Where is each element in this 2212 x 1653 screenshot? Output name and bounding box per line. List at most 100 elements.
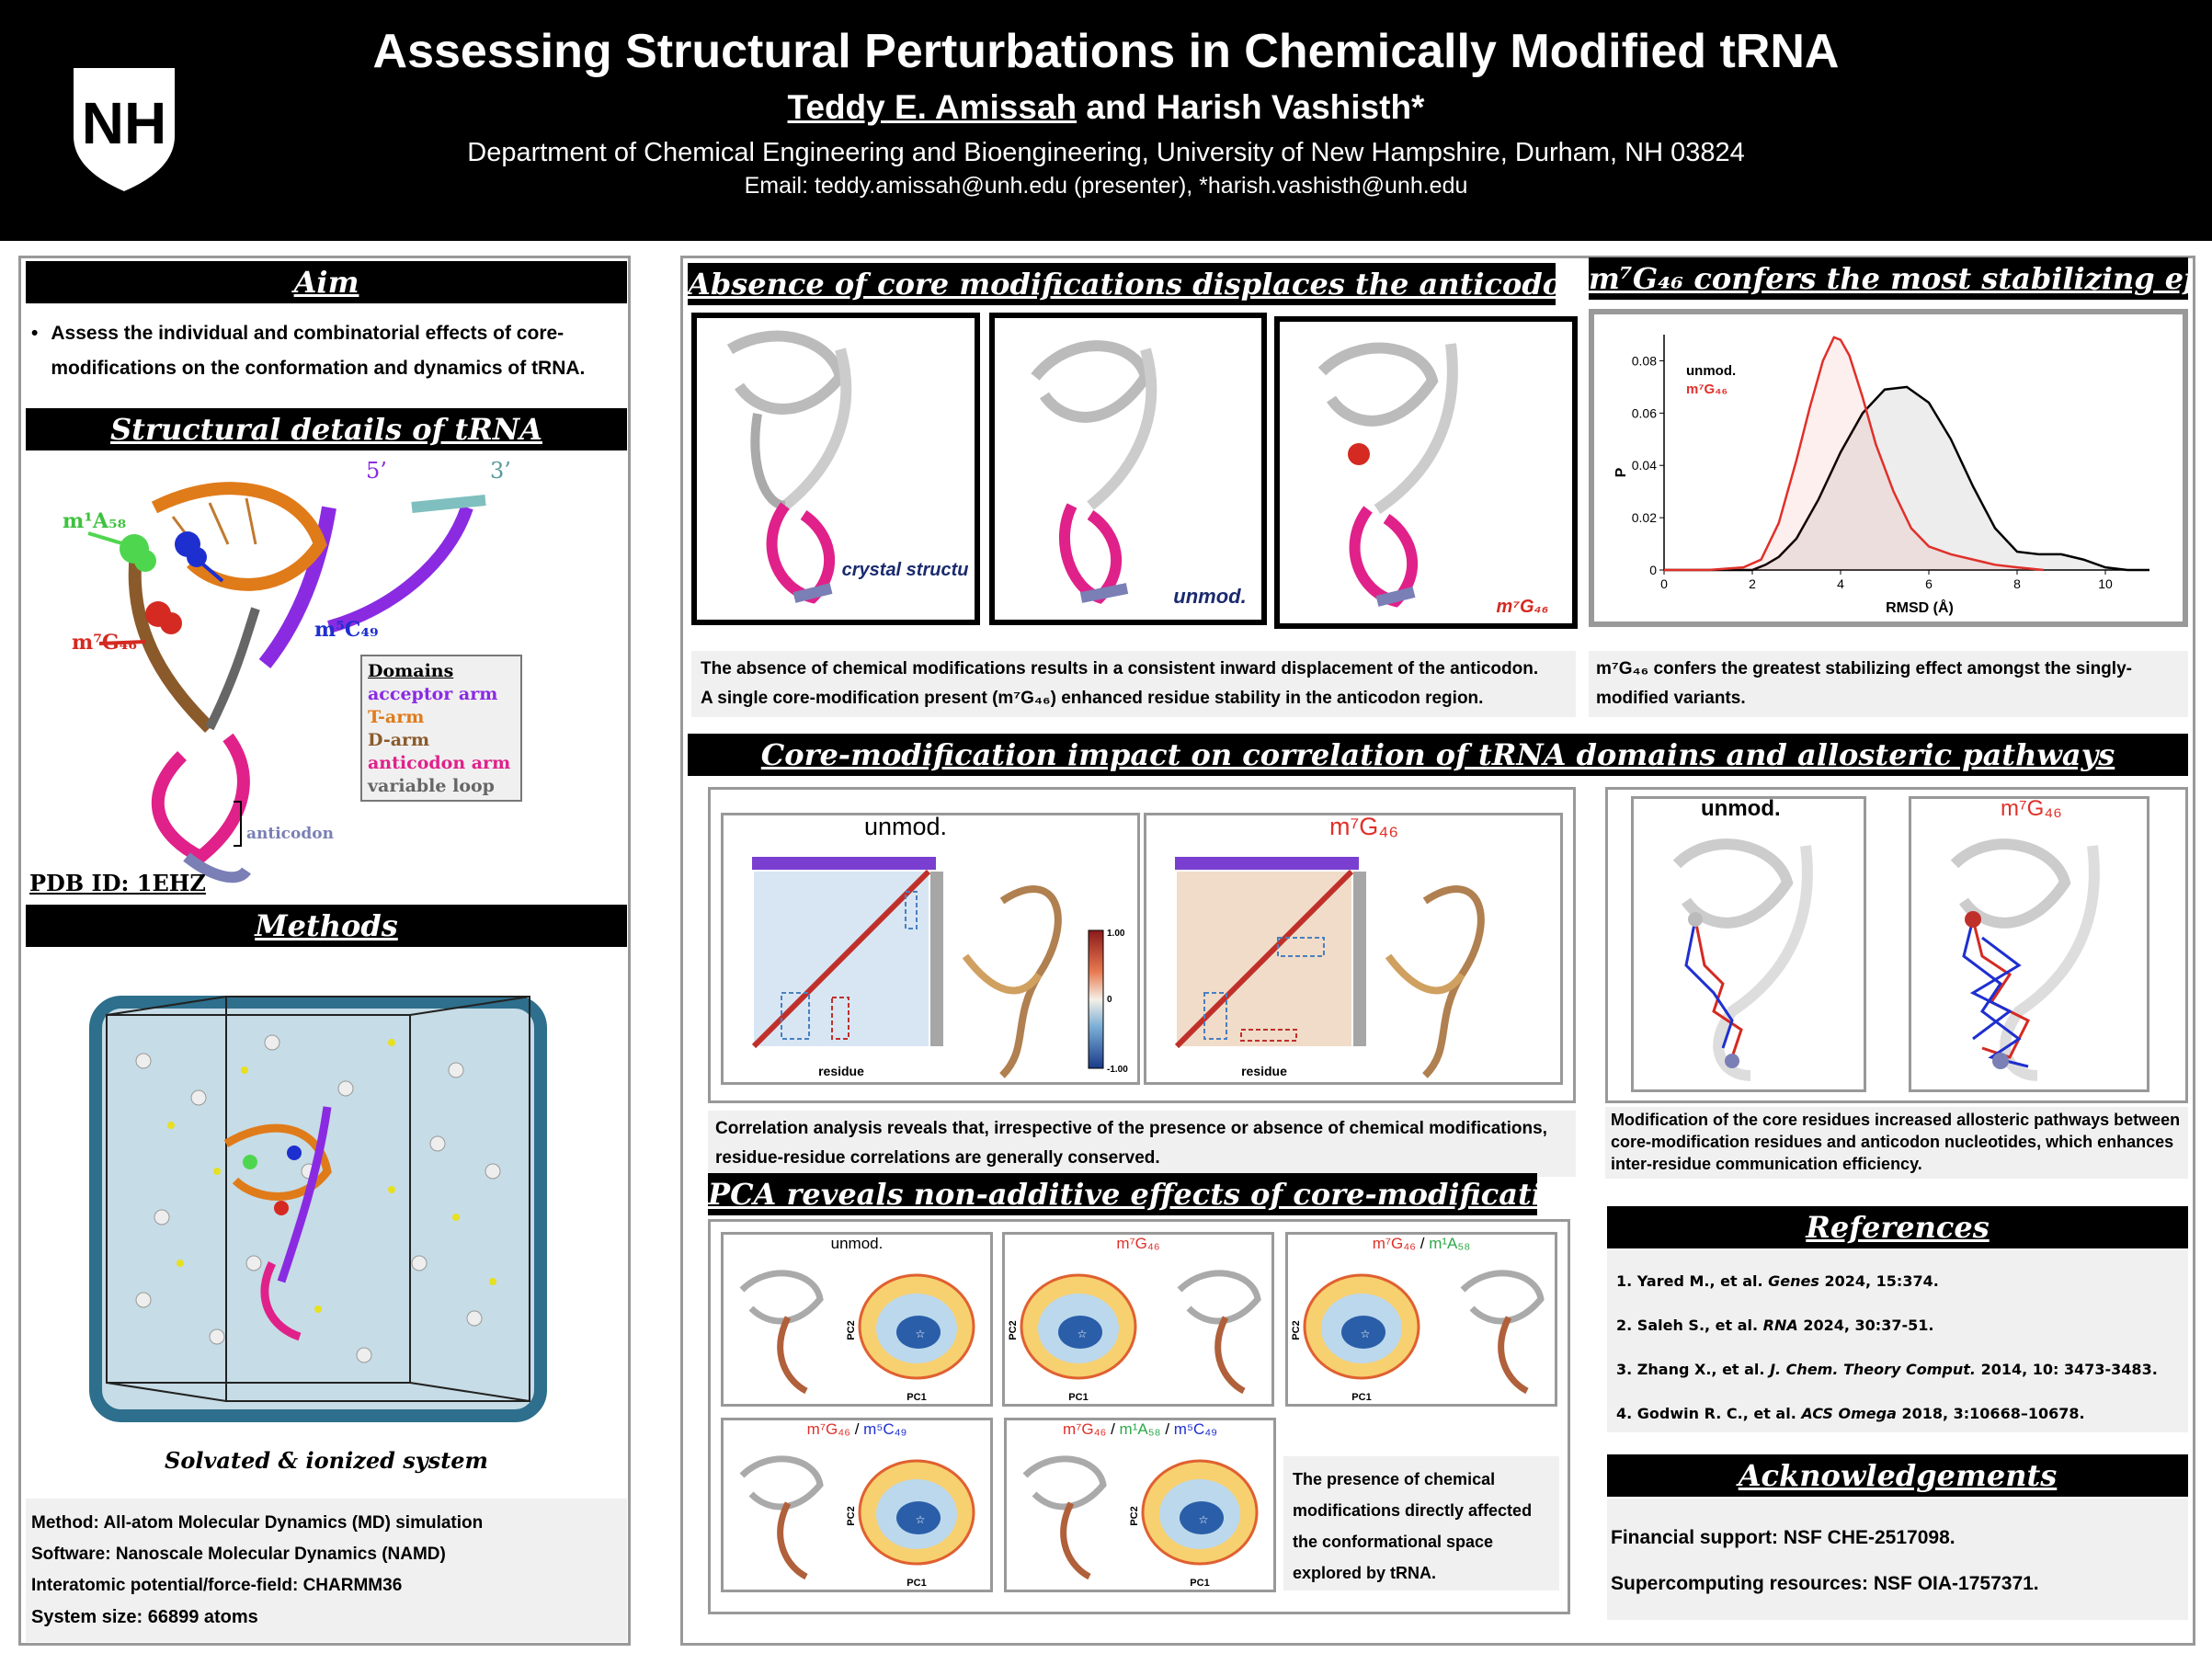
label-5prime: 5’ xyxy=(366,458,387,484)
x-tick-label: 4 xyxy=(1837,576,1844,591)
svg-text:PC2: PC2 xyxy=(1008,1320,1019,1340)
pdb-id: PDB ID: 1EHZ xyxy=(29,870,206,896)
label-m1a58: m¹A₅₈ xyxy=(63,509,126,533)
trna-structure-figure: 5’ 3’ m¹A₅₈ m⁷G₄₆ m⁵C₄₉ anticodon xyxy=(63,458,511,884)
x-tick-label: 2 xyxy=(1749,576,1756,591)
cbar-mid: 0 xyxy=(1107,995,1112,1005)
domain-acceptor: acceptor arm xyxy=(368,684,498,704)
rmsd-ylabel: P xyxy=(1613,467,1629,477)
poster-header: NH Assessing Structural Perturbations in… xyxy=(0,0,2212,241)
methods-line-3: Interatomic potential/force-field: CHARM… xyxy=(31,1576,403,1595)
ack-heading: Acknowledgements xyxy=(1607,1454,2188,1497)
methods-line-4: System size: 66899 atoms xyxy=(31,1607,258,1627)
absence-text: The absence of chemical modifications re… xyxy=(691,651,1576,717)
legend-m7g46: m⁷G₄₆ xyxy=(1686,382,1727,397)
pca-heading: PCA reveals non-additive effects of core… xyxy=(708,1173,1537,1215)
label-3prime: 3’ xyxy=(490,458,511,484)
email-line: Email: teddy.amissah@unh.edu (presenter)… xyxy=(744,173,1468,199)
rmsd-chart-frame xyxy=(1589,309,2188,627)
pca-panel-title: m⁷G₄₆ xyxy=(1116,1235,1160,1252)
structure-crystal-drawing: crystal structure xyxy=(726,330,969,604)
aim-text: Assess the individual and combinatorial … xyxy=(51,323,586,379)
legend-unmod: unmod. xyxy=(1686,363,1736,379)
domain-d-arm: D-arm xyxy=(368,730,430,750)
reference-1: 1. Yared M., et al. Genes 2024, 15:374. xyxy=(1616,1272,1939,1290)
domain-t-arm: T-arm xyxy=(368,707,425,727)
m7g-heading: m⁷G₄₆ confers the most stabilizing effec… xyxy=(1589,257,2188,300)
x-tick-label: 6 xyxy=(1925,576,1933,591)
author-other: Harish Vashisth* xyxy=(1156,88,1425,126)
svg-text:PC2: PC2 xyxy=(1291,1320,1302,1340)
structure-unmod-drawing: unmod. xyxy=(1031,340,1247,608)
x-tick-label: 0 xyxy=(1660,576,1668,591)
absence-heading: Absence of core modifications displaces … xyxy=(688,263,1556,305)
svg-text:PC1: PC1 xyxy=(1190,1578,1209,1589)
svg-text:PC2: PC2 xyxy=(1129,1506,1140,1525)
y-tick-label: 0.06 xyxy=(1632,405,1657,420)
corr-colorbar: 1.00 0 -1.00 xyxy=(1088,929,1128,1075)
y-tick-label: 0.08 xyxy=(1632,353,1657,368)
methods-heading: Methods xyxy=(26,905,627,947)
y-tick-label: 0.04 xyxy=(1632,458,1657,473)
y-tick-label: 0.02 xyxy=(1632,510,1657,525)
svg-text:PC2: PC2 xyxy=(846,1320,857,1340)
structure-panel-m7g46 xyxy=(1274,316,1578,629)
svg-text:☆: ☆ xyxy=(1361,1328,1371,1340)
corr-map-m7g46-title: m⁷G₄₆ xyxy=(1329,813,1399,840)
pca-text: The presence of chemical modifications d… xyxy=(1283,1456,1559,1590)
svg-text:☆: ☆ xyxy=(916,1328,926,1340)
methods-line-1: Method: All-atom Molecular Dynamics (MD)… xyxy=(31,1513,484,1533)
domain-anticodon: anticodon arm xyxy=(368,753,511,773)
methods-caption: Solvated & ionized system xyxy=(165,1447,488,1474)
domain-variable-loop: variable loop xyxy=(368,776,495,796)
reference-2: 2. Saleh S., et al. RNA 2024, 30:37-51. xyxy=(1616,1317,1934,1334)
methods-details: Method: All-atom Molecular Dynamics (MD)… xyxy=(26,1499,627,1642)
methods-line-2: Software: Nanoscale Molecular Dynamics (… xyxy=(31,1545,446,1564)
label-unmod: unmod. xyxy=(1173,585,1246,608)
pca-panel-title: m⁷G₄₆ / m¹A₅₈ / m⁵C₄₉ xyxy=(1063,1420,1217,1438)
structure-heading: Structural details of tRNA xyxy=(26,408,627,450)
pca-panel-1: unmod. ☆ PC1 PC2 xyxy=(721,1232,993,1407)
series-line-1 xyxy=(1664,336,2044,572)
absence-text-2: A single core-modification present (m⁷G₄… xyxy=(701,689,1484,708)
logo-text: NH xyxy=(82,90,166,156)
svg-text:PC1: PC1 xyxy=(1351,1392,1371,1403)
svg-text:PC2: PC2 xyxy=(846,1506,857,1525)
poster-title: Assessing Structural Perturbations in Ch… xyxy=(372,25,1840,78)
label-crystal: crystal structure xyxy=(842,560,969,580)
m7g-text: m⁷G₄₆ confers the greatest stabilizing e… xyxy=(1589,651,2188,717)
affiliation: Department of Chemical Engineering and B… xyxy=(467,138,1745,167)
allo-unmod-drawing xyxy=(1672,838,1813,1081)
reference-4: 4. Godwin R. C., et al. ACS Omega 2018, … xyxy=(1616,1405,2085,1422)
corr-axis-label-2: residue xyxy=(1241,1064,1287,1078)
author-joiner: and xyxy=(1077,88,1157,126)
domains-title: Domains xyxy=(368,661,454,681)
cbar-max: 1.00 xyxy=(1107,929,1125,939)
allo-m7g46-title: m⁷G₄₆ xyxy=(2001,796,2062,821)
domains-legend: Domains acceptor arm T-arm D-arm anticod… xyxy=(360,655,522,802)
x-tick-label: 8 xyxy=(2013,576,2021,591)
corr-map-unmod-title: unmod. xyxy=(864,813,948,840)
corr-map-unmod: residue xyxy=(751,857,1062,1078)
corr-axis-label: residue xyxy=(818,1064,864,1078)
svg-text:PC1: PC1 xyxy=(906,1392,926,1403)
allo-text: Modification of the core residues increa… xyxy=(1605,1107,2188,1179)
bullet-dot: • xyxy=(31,323,39,344)
corr-map-m7g46: residue xyxy=(1174,857,1485,1078)
svg-text:PC1: PC1 xyxy=(906,1578,926,1589)
label-m5c49: m⁵C₄₉ xyxy=(314,618,379,642)
unh-shield-logo: NH xyxy=(74,68,175,191)
structure-panel-unmod xyxy=(989,313,1267,625)
solvated-system-figure xyxy=(89,996,547,1422)
pca-panel-title: unmod. xyxy=(830,1235,884,1252)
series-line-0 xyxy=(1664,385,2149,572)
ack-line-2: Supercomputing resources: NSF OIA-175737… xyxy=(1611,1573,2039,1594)
